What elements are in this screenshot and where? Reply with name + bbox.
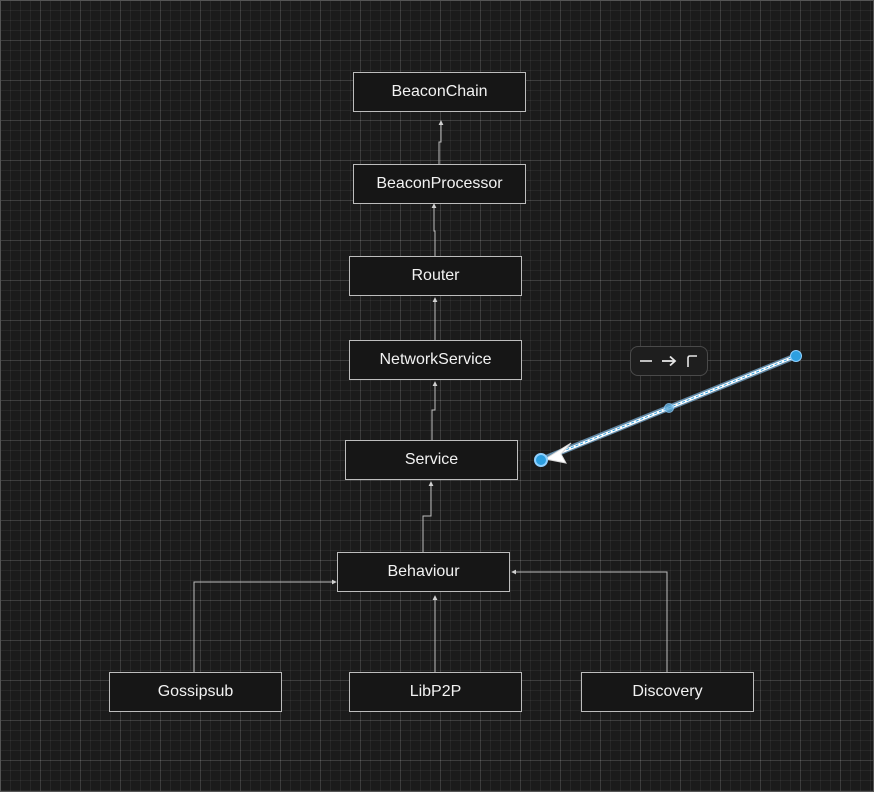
straight-line-button[interactable] bbox=[636, 351, 656, 371]
connector-start-handle[interactable] bbox=[790, 350, 802, 362]
node-label: Discovery bbox=[632, 683, 703, 700]
node-beacon-chain[interactable]: BeaconChain bbox=[353, 72, 526, 112]
node-label: BeaconProcessor bbox=[376, 175, 503, 192]
connector-end-handle[interactable] bbox=[534, 453, 548, 467]
node-label: Gossipsub bbox=[157, 683, 234, 700]
node-label: Service bbox=[404, 451, 459, 468]
node-router[interactable]: Router bbox=[349, 256, 522, 296]
arrow-icon bbox=[661, 355, 677, 367]
node-libp2p[interactable]: LibP2P bbox=[349, 672, 522, 712]
node-network-service[interactable]: NetworkService bbox=[349, 340, 522, 380]
elbow-connector-icon bbox=[686, 355, 697, 367]
node-behaviour[interactable]: Behaviour bbox=[337, 552, 510, 592]
node-label: Behaviour bbox=[387, 563, 460, 580]
node-label: NetworkService bbox=[379, 351, 492, 368]
node-label: BeaconChain bbox=[391, 83, 488, 100]
node-beacon-processor[interactable]: BeaconProcessor bbox=[353, 164, 526, 204]
arrow-line-button[interactable] bbox=[659, 351, 679, 371]
elbow-connector-button[interactable] bbox=[682, 351, 702, 371]
node-gossipsub[interactable]: Gossipsub bbox=[109, 672, 282, 712]
straight-line-icon bbox=[640, 360, 653, 362]
node-label: LibP2P bbox=[409, 683, 462, 700]
node-label: Router bbox=[411, 267, 460, 284]
connector-mid-handle[interactable] bbox=[664, 403, 674, 413]
node-discovery[interactable]: Discovery bbox=[581, 672, 754, 712]
node-service[interactable]: Service bbox=[345, 440, 518, 480]
edge-style-toolbar bbox=[630, 346, 708, 376]
